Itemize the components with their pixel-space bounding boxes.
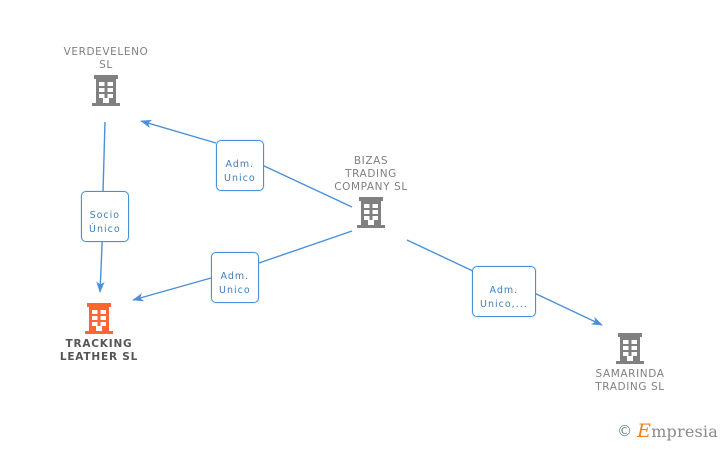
node-samarinda-trading[interactable]: SAMARINDA TRADING SL xyxy=(550,332,710,394)
brand-wordmark: Empresia xyxy=(637,420,718,442)
building-icon xyxy=(550,332,710,366)
relation-text: Adm. Unico,... xyxy=(480,285,528,310)
node-bizas-trading-company[interactable]: BIZAS TRADING COMPANY SL xyxy=(291,155,451,230)
relation-text: Adm. Unico xyxy=(219,271,251,296)
copyright-icon: © xyxy=(617,422,633,440)
node-tracking-leather-label: TRACKING LEATHER SL xyxy=(59,338,139,363)
building-icon xyxy=(19,302,179,336)
building-icon xyxy=(26,74,186,108)
node-bizas-label: BIZAS TRADING COMPANY SL xyxy=(334,155,408,193)
relation-text: Adm. Unico xyxy=(224,159,256,184)
edge-bizas-to-tracking xyxy=(132,230,353,302)
relation-label-bizas-to-verdeveleno[interactable]: Adm. Unico xyxy=(216,140,264,191)
node-tracking-leather[interactable]: TRACKING LEATHER SL xyxy=(19,302,179,364)
relation-label-verdeveleno-to-tracking[interactable]: Socio Único xyxy=(81,191,129,242)
node-verdeveleno-label: VERDEVELENO SL xyxy=(63,46,149,71)
edge-bizas-to-verdeveleno xyxy=(140,119,353,208)
relation-label-bizas-to-samarinda[interactable]: Adm. Unico,... xyxy=(472,266,536,317)
empresia-watermark: © Empresia xyxy=(617,420,718,442)
building-icon xyxy=(291,196,451,230)
node-samarinda-label: SAMARINDA TRADING SL xyxy=(595,368,665,393)
brand-initial: E xyxy=(637,420,652,442)
relation-label-bizas-to-tracking[interactable]: Adm. Unico xyxy=(211,252,259,303)
relation-text: Socio Único xyxy=(89,210,121,235)
brand-rest: mpresia xyxy=(651,422,718,441)
edge-bizas-to-samarinda xyxy=(406,239,603,326)
node-verdeveleno[interactable]: VERDEVELENO SL xyxy=(26,46,186,108)
